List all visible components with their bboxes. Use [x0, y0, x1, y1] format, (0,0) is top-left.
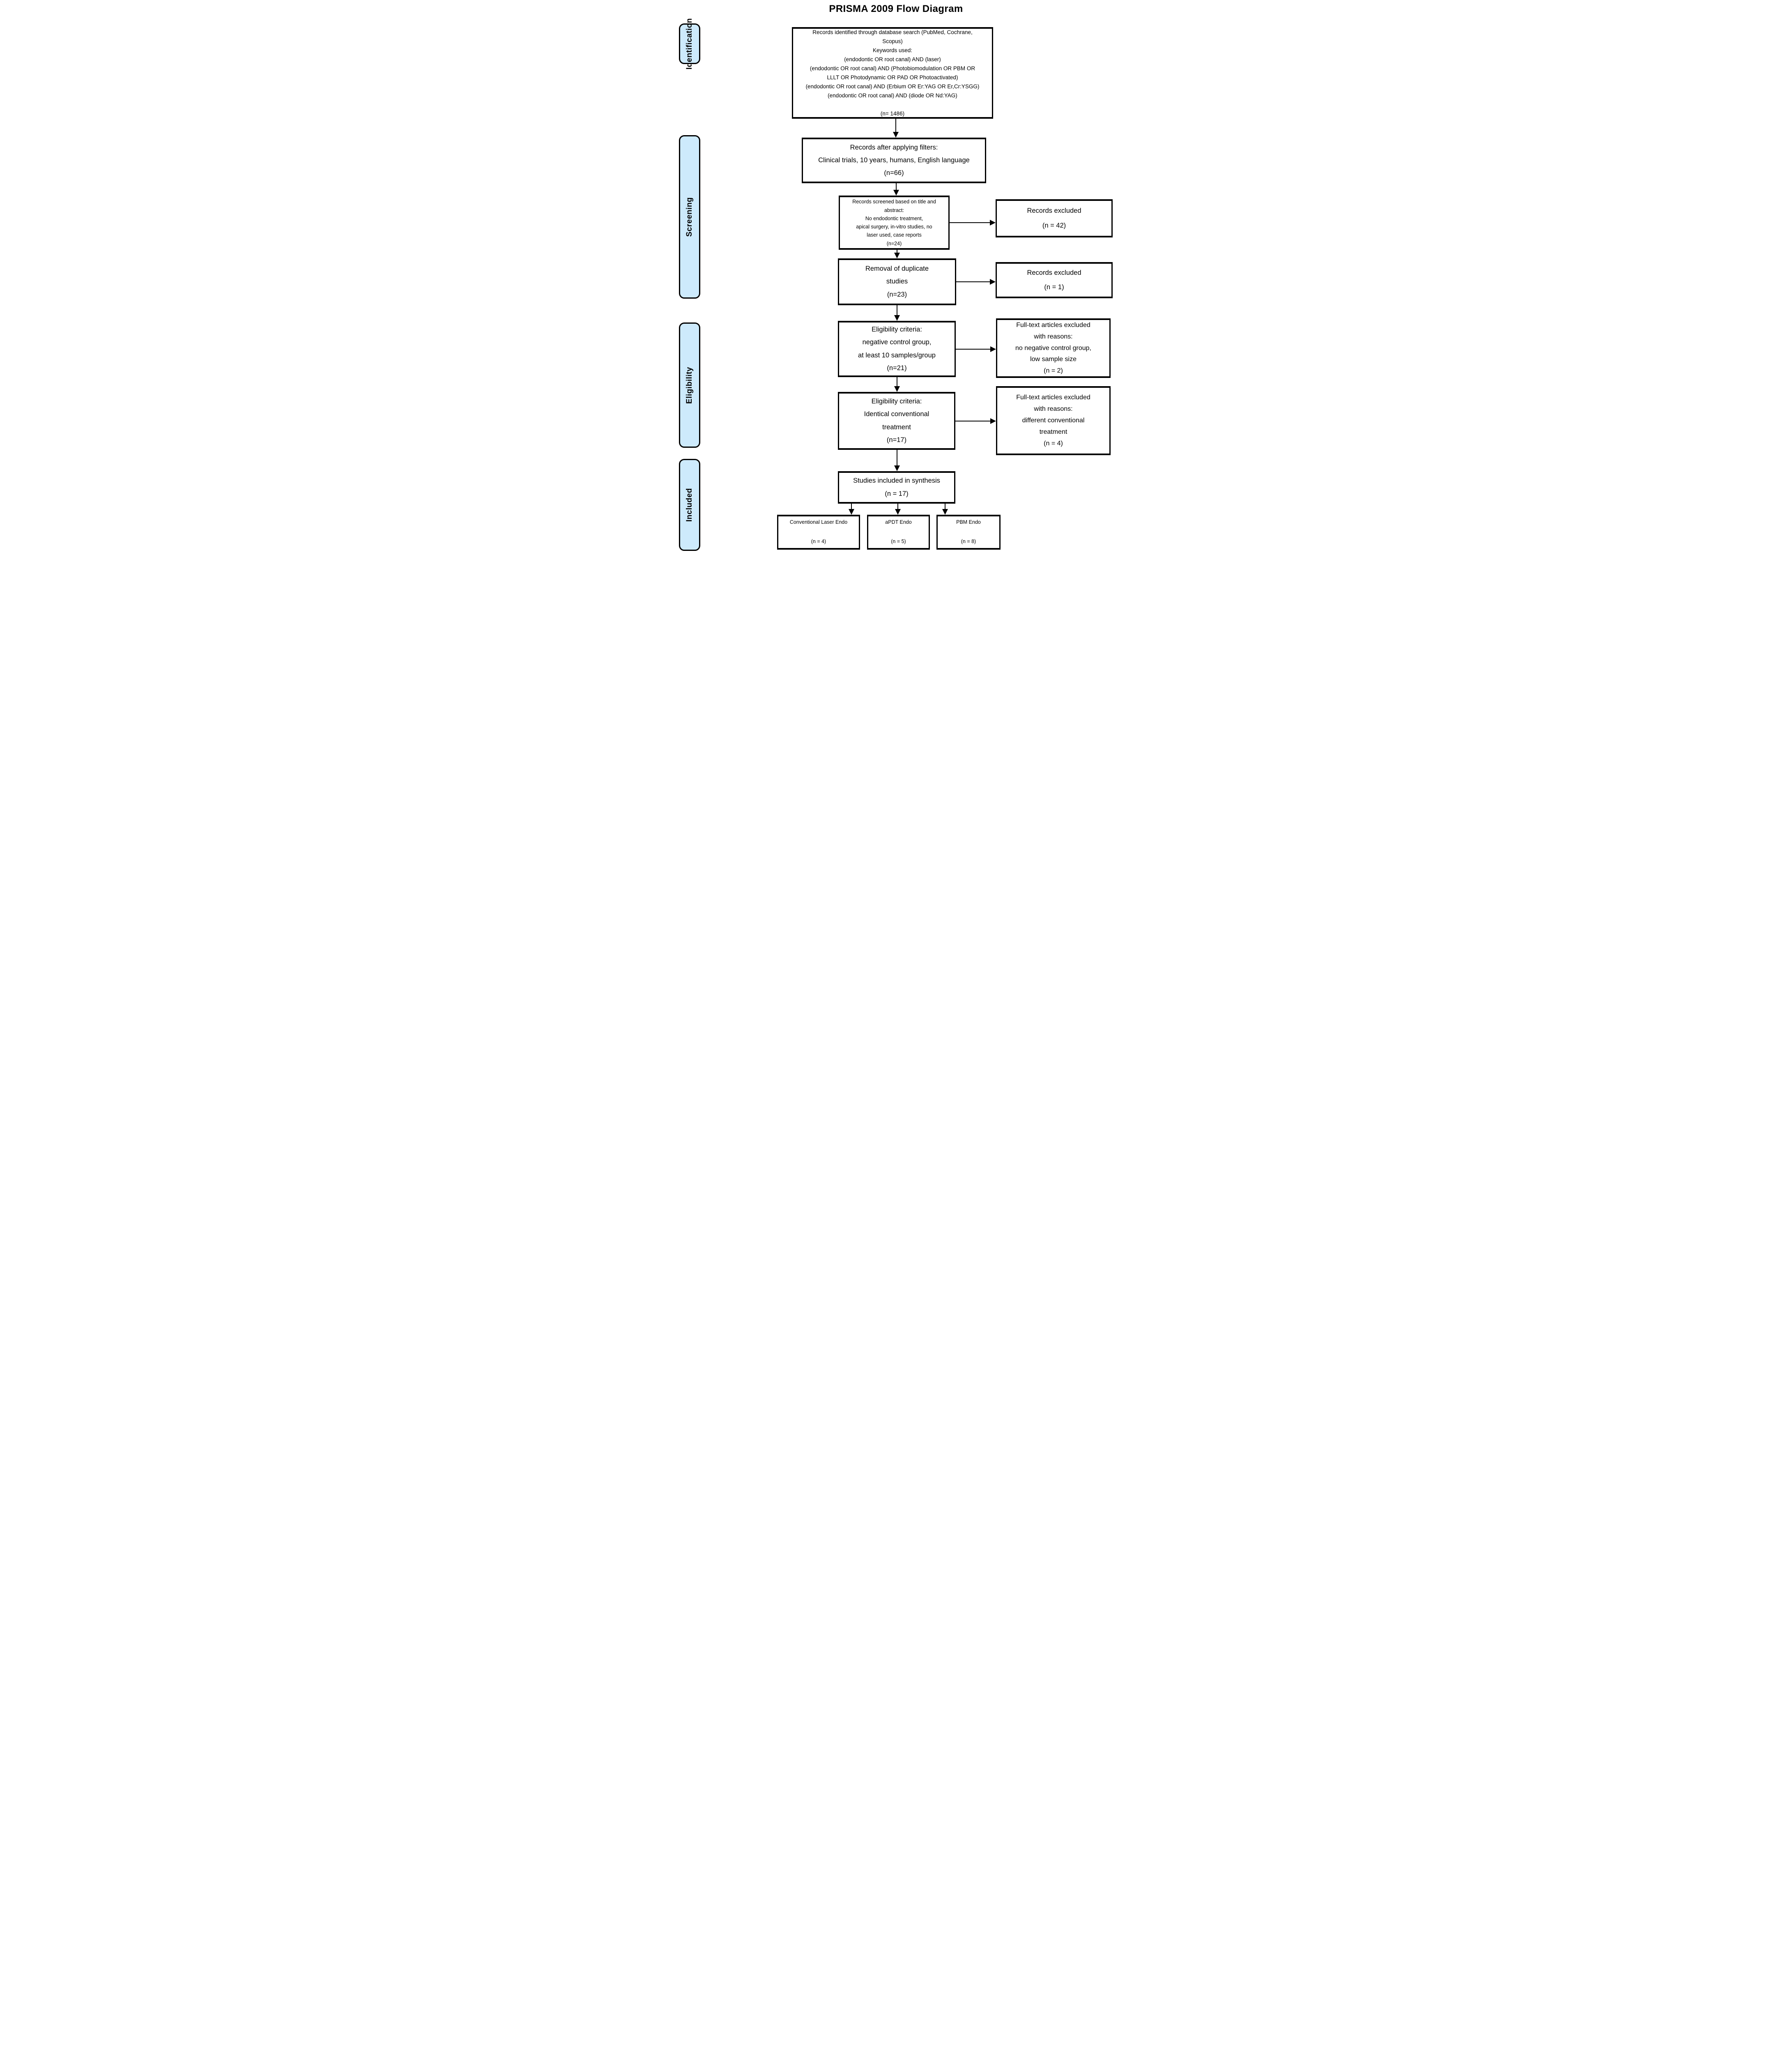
arrow-synthesis-to-conventional-laser-head: [849, 509, 854, 515]
page-title: PRISMA 2009 Flow Diagram: [829, 3, 963, 14]
arrow-synthesis-to-apdt-line: [897, 504, 898, 509]
box-duplicate-removal: Removal of duplicate studies (n=23): [838, 258, 956, 305]
arrow-eligibility1-to-eligibility2-head: [894, 386, 900, 392]
box-eligibility-identical-treatment: Eligibility criteria: Identical conventi…: [838, 392, 955, 450]
stage-label-screening: Screening: [679, 135, 700, 299]
stage-label-eligibility-text: Eligibility: [685, 366, 694, 404]
box-records-after-filters: Records after applying filters: Clinical…: [802, 138, 986, 183]
arrow-duplicates-to-eligibility1-head: [894, 315, 900, 321]
stage-label-included-text: Included: [685, 488, 694, 522]
arrow-synthesis-to-conventional-laser-line: [851, 504, 852, 509]
box-studies-in-synthesis-text: Studies included in synthesis (n = 17): [853, 477, 940, 497]
box-fulltext-excluded-4-text: Full-text articles excluded with reasons…: [1016, 394, 1090, 447]
stage-label-eligibility: Eligibility: [679, 322, 700, 448]
stage-label-included: Included: [679, 459, 700, 551]
stage-label-screening-text: Screening: [685, 197, 694, 237]
box-duplicate-removal-text: Removal of duplicate studies (n=23): [865, 265, 929, 298]
box-records-identified-text: Records identified through database sear…: [805, 29, 980, 117]
arrow-duplicates-to-excluded1-head: [990, 279, 996, 285]
box-eligibility-identical-treatment-text: Eligibility criteria: Identical conventi…: [864, 398, 929, 444]
arrow-screened-to-excluded42-head: [990, 220, 996, 226]
arrow-filters-to-screened-head: [893, 190, 899, 196]
arrow-filters-to-screened-line: [896, 183, 897, 190]
prisma-flow-diagram: PRISMA 2009 Flow Diagram Identification …: [672, 0, 1120, 559]
box-apdt-endo-text: aPDT Endo (n = 5): [885, 519, 912, 545]
box-fulltext-excluded-4: Full-text articles excluded with reasons…: [996, 386, 1111, 455]
box-records-excluded-1-text: Records excluded (n = 1): [1027, 269, 1081, 291]
box-conventional-laser-endo: Conventional Laser Endo (n = 4): [777, 515, 860, 550]
arrow-eligibility2-to-synthesis-head: [894, 465, 900, 471]
stage-label-identification-text: Identification: [685, 18, 694, 70]
box-eligibility-negative-control: Eligibility criteria: negative control g…: [838, 321, 956, 377]
box-pbm-endo: PBM Endo (n = 8): [936, 515, 1001, 550]
box-apdt-endo: aPDT Endo (n = 5): [867, 515, 930, 550]
arrow-screened-to-excluded42-line: [950, 222, 990, 223]
box-records-excluded-42: Records excluded (n = 42): [996, 199, 1113, 237]
arrow-identified-to-filters-head: [893, 132, 899, 138]
arrow-duplicates-to-excluded1-line: [956, 281, 990, 282]
arrow-eligibility1-to-fulltext2-line: [956, 349, 990, 350]
arrow-synthesis-to-apdt-head: [895, 509, 901, 515]
arrow-identified-to-filters-line: [895, 119, 896, 132]
box-eligibility-negative-control-text: Eligibility criteria: negative control g…: [858, 326, 936, 372]
box-fulltext-excluded-2-text: Full-text articles excluded with reasons…: [1015, 321, 1091, 375]
box-records-excluded-42-text: Records excluded (n = 42): [1027, 207, 1081, 229]
arrow-screened-to-duplicates-head: [894, 253, 900, 258]
box-records-screened: Records screened based on title and abst…: [839, 196, 950, 250]
arrow-eligibility2-to-fulltext4-head: [990, 418, 996, 424]
box-records-identified: Records identified through database sear…: [792, 27, 993, 119]
box-pbm-endo-text: PBM Endo (n = 8): [956, 519, 981, 545]
box-fulltext-excluded-2: Full-text articles excluded with reasons…: [996, 318, 1111, 378]
arrow-eligibility1-to-fulltext2-head: [990, 346, 996, 352]
stage-label-identification: Identification: [679, 18, 700, 69]
box-records-after-filters-text: Records after applying filters: Clinical…: [818, 143, 970, 177]
box-records-excluded-1: Records excluded (n = 1): [996, 262, 1113, 298]
arrow-synthesis-to-pbm-head: [942, 509, 948, 515]
box-records-screened-text: Records screened based on title and abst…: [852, 199, 936, 246]
box-studies-in-synthesis: Studies included in synthesis (n = 17): [838, 471, 955, 504]
box-conventional-laser-endo-text: Conventional Laser Endo (n = 4): [789, 519, 848, 545]
